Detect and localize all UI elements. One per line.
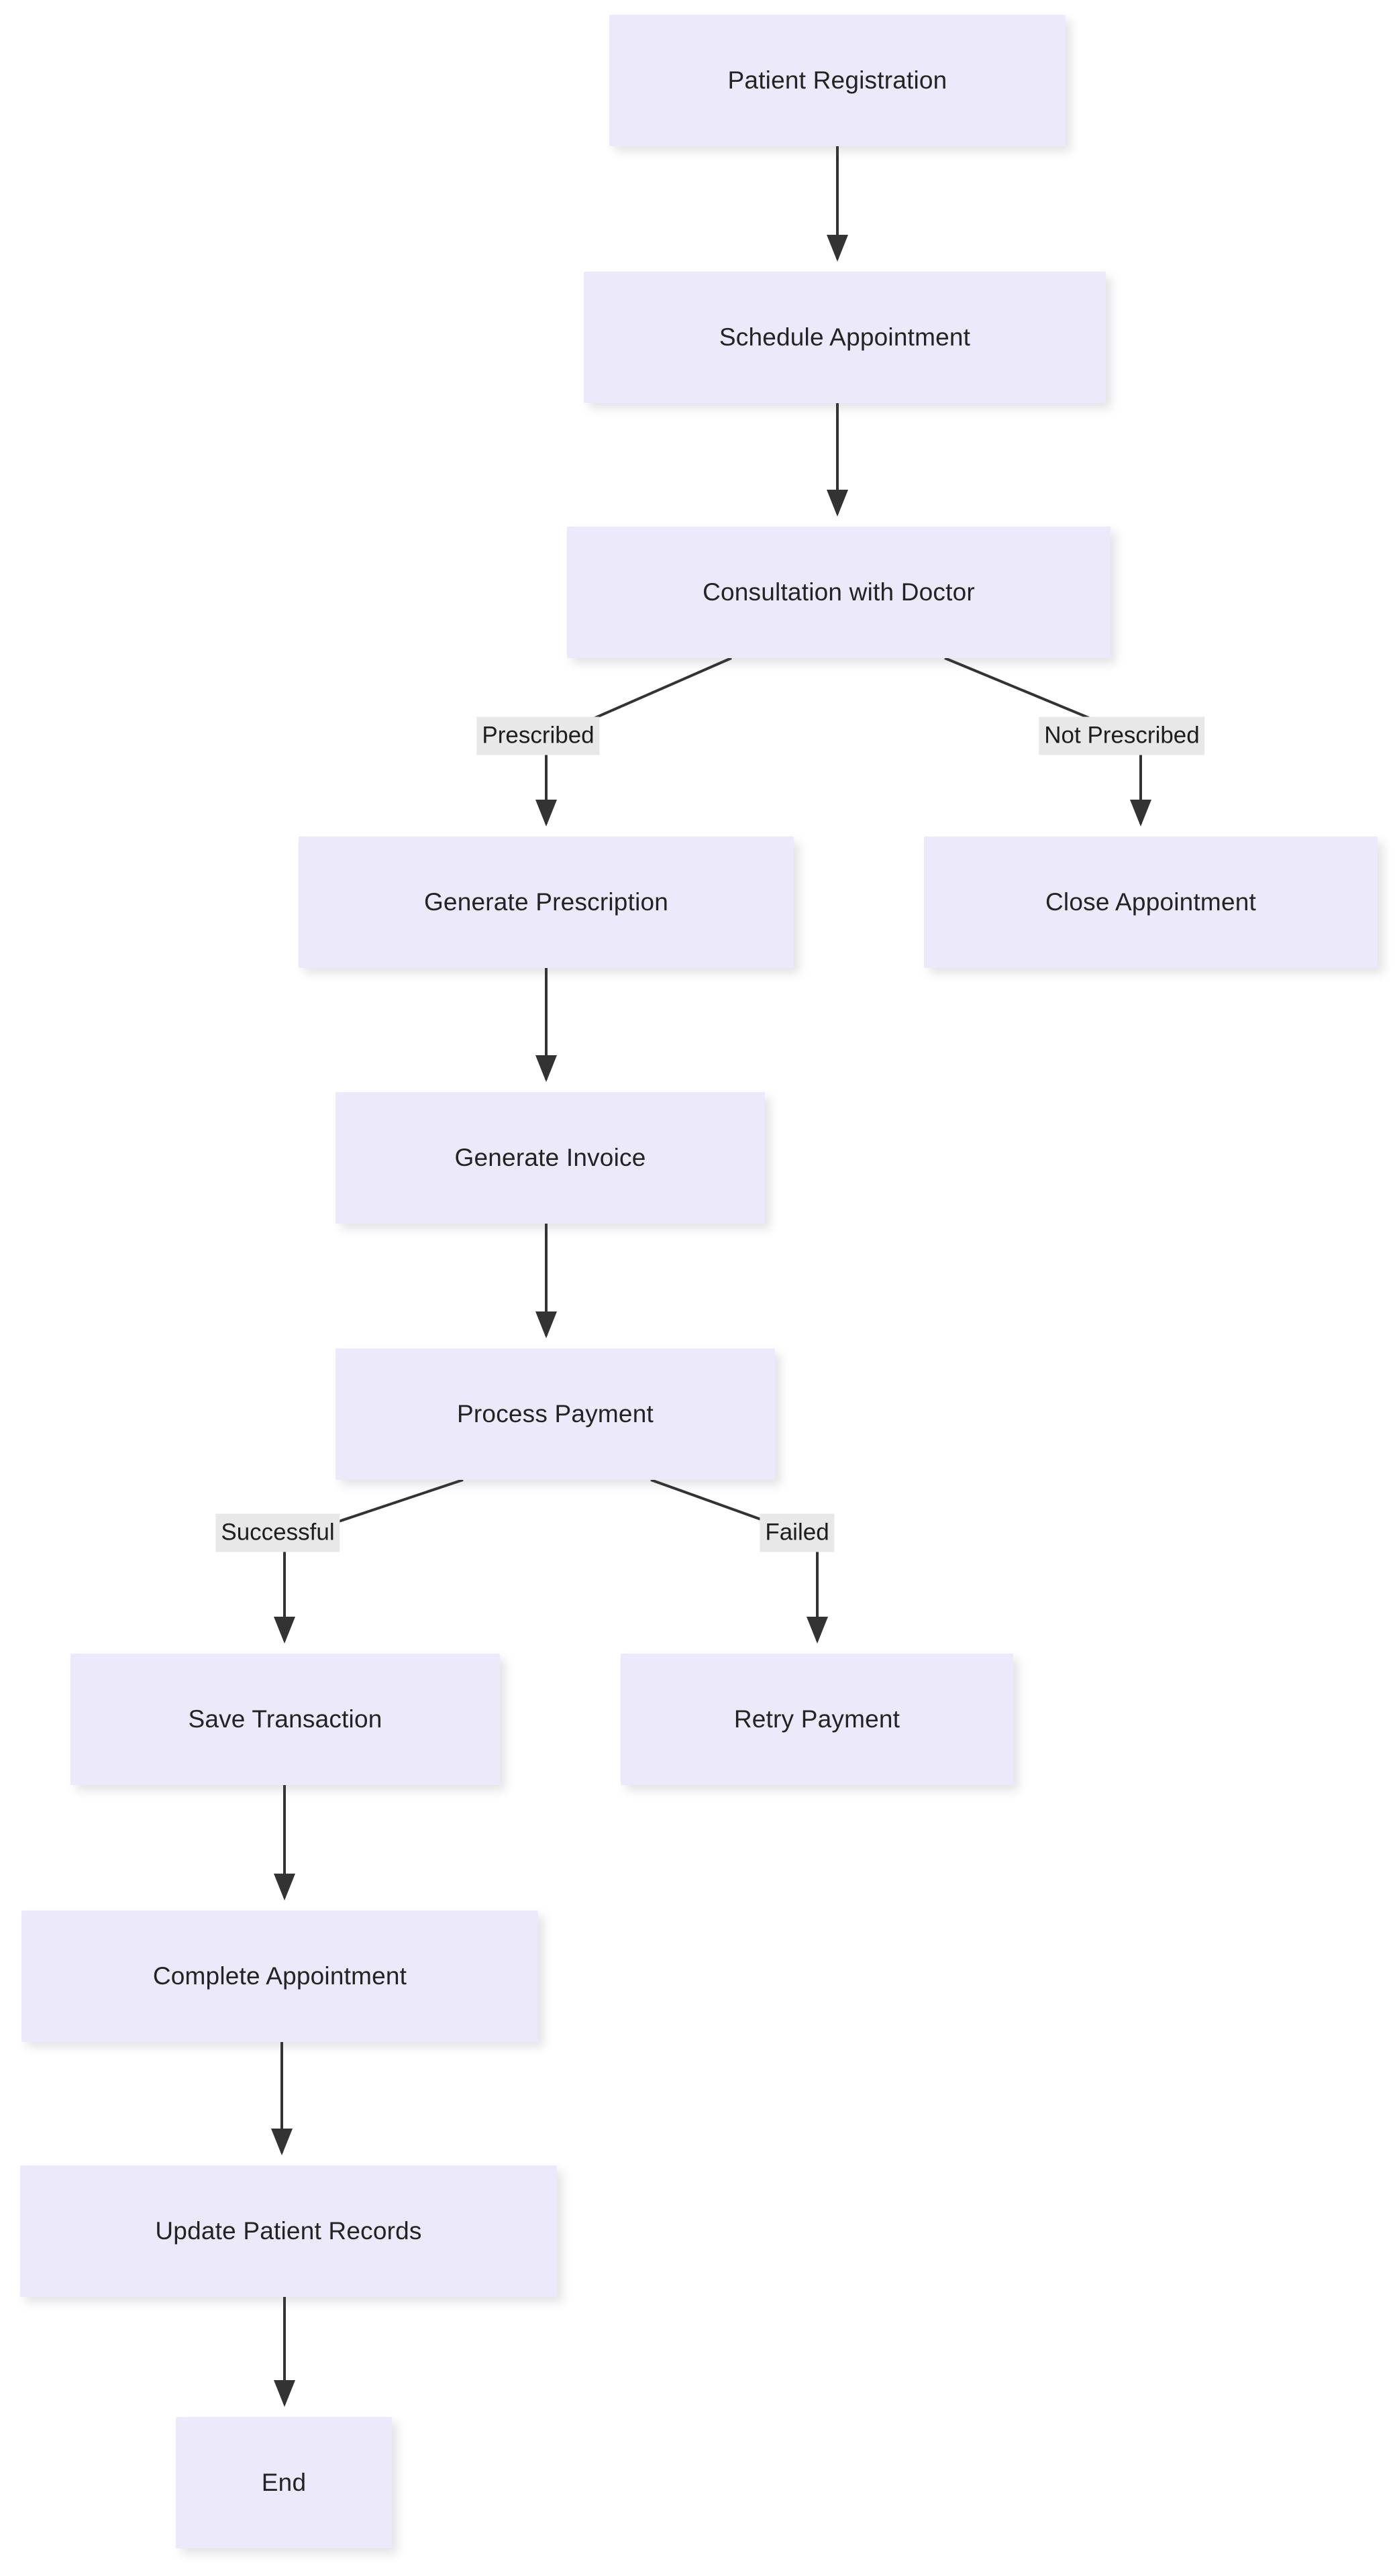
node-label: Schedule Appointment <box>719 323 971 351</box>
edge-process-payment-to-save-transaction <box>274 1479 464 1644</box>
node-patient-registration[interactable]: Patient Registration <box>609 15 1066 146</box>
edge-label-not-prescribed: Not Prescribed <box>1039 716 1205 755</box>
node-label: Patient Registration <box>727 66 947 94</box>
node-label: Consultation with Doctor <box>703 578 975 606</box>
edge-label-failed: Failed <box>760 1513 835 1552</box>
node-label: Process Payment <box>457 1399 654 1428</box>
node-save-transaction[interactable]: Save Transaction <box>70 1654 500 1785</box>
node-label: Generate Prescription <box>423 888 669 916</box>
node-consultation-with-doctor[interactable]: Consultation with Doctor <box>567 527 1110 658</box>
node-update-patient-records[interactable]: Update Patient Records <box>20 2165 557 2297</box>
node-generate-prescription[interactable]: Generate Prescription <box>299 837 794 968</box>
node-end[interactable]: End <box>176 2417 392 2548</box>
node-label: Save Transaction <box>188 1705 382 1733</box>
node-label: End <box>261 2468 307 2496</box>
node-label: Close Appointment <box>1045 888 1256 916</box>
node-label: Generate Invoice <box>454 1143 646 1171</box>
edge-label-successful: Successful <box>215 1513 340 1552</box>
node-label: Complete Appointment <box>152 1962 407 1990</box>
node-close-appointment[interactable]: Close Appointment <box>924 837 1378 968</box>
edge-process-payment-to-retry-payment <box>650 1479 828 1644</box>
node-label: Retry Payment <box>733 1705 900 1733</box>
edge-label-prescribed: Prescribed <box>476 716 600 755</box>
node-retry-payment[interactable]: Retry Payment <box>621 1654 1013 1785</box>
node-label: Update Patient Records <box>155 2216 422 2245</box>
node-generate-invoice[interactable]: Generate Invoice <box>335 1092 765 1224</box>
node-process-payment[interactable]: Process Payment <box>335 1348 775 1480</box>
node-complete-appointment[interactable]: Complete Appointment <box>21 1911 538 2042</box>
node-schedule-appointment[interactable]: Schedule Appointment <box>584 272 1106 403</box>
